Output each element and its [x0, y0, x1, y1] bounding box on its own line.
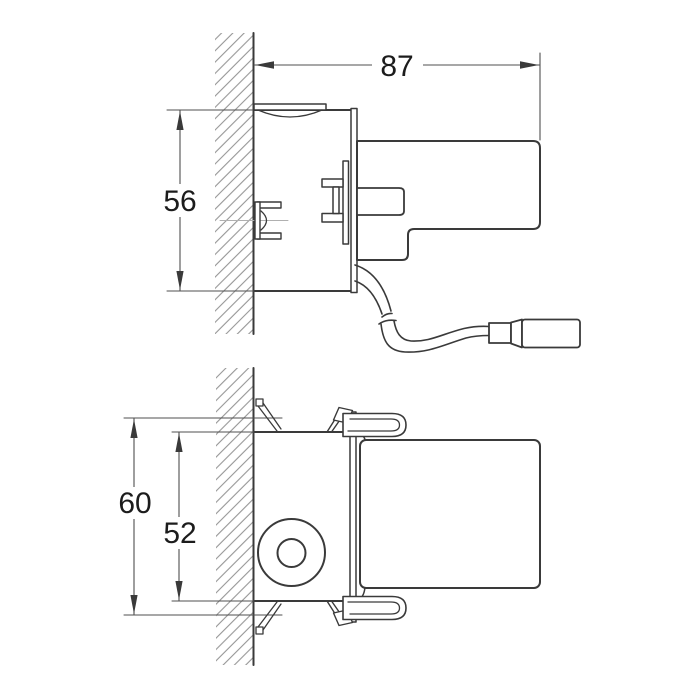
wall-anchor-lower: [255, 601, 282, 635]
arrow-down-icon: [176, 271, 184, 290]
extension-lines-bottom-view: [123, 417, 283, 616]
housing-body-bottom-view: [359, 439, 541, 589]
clamp-bracket: [321, 160, 350, 245]
arrow-left-icon: [255, 61, 274, 69]
arrow-down-icon: [130, 595, 138, 614]
arrow-right-icon: [520, 61, 539, 69]
dim-label-52: 52: [163, 517, 196, 550]
bottom-view-side-elevation: 60 52: [114, 367, 541, 666]
arrow-up-icon: [176, 111, 184, 130]
dim-label-87: 87: [380, 50, 413, 83]
arrow-up-icon: [175, 433, 183, 452]
dim-label-56: 56: [163, 185, 196, 218]
extension-lines-top-view: [166, 52, 541, 292]
mounting-plate-bottom-view: [349, 411, 357, 623]
arrow-down-icon: [175, 581, 183, 600]
dimension-60: 60: [114, 417, 155, 616]
dimension-87: 87: [253, 50, 541, 83]
arrow-up-icon: [130, 419, 138, 438]
retaining-clip-upper: [326, 406, 407, 438]
dim-label-60: 60: [118, 487, 151, 520]
wall-fitting: [254, 201, 282, 240]
connection-cable: [354, 264, 490, 353]
supply-boss-outer-circle: [257, 518, 326, 587]
dimension-52: 52: [159, 431, 200, 602]
retaining-clip-lower: [326, 595, 407, 627]
flange-arc: [257, 109, 323, 118]
wall-anchor-upper: [255, 398, 282, 432]
supply-boss-inner-circle: [276, 538, 307, 568]
housing-body: [356, 140, 541, 261]
wall-hatch-bottom: [216, 368, 253, 665]
latch-pin: [356, 187, 405, 216]
dimension-56: 56: [161, 109, 199, 292]
cable-connector: [488, 318, 581, 349]
top-view-side-elevation: 87 56: [161, 32, 581, 353]
wall-hatch-top: [215, 33, 253, 334]
flange: [253, 103, 327, 111]
